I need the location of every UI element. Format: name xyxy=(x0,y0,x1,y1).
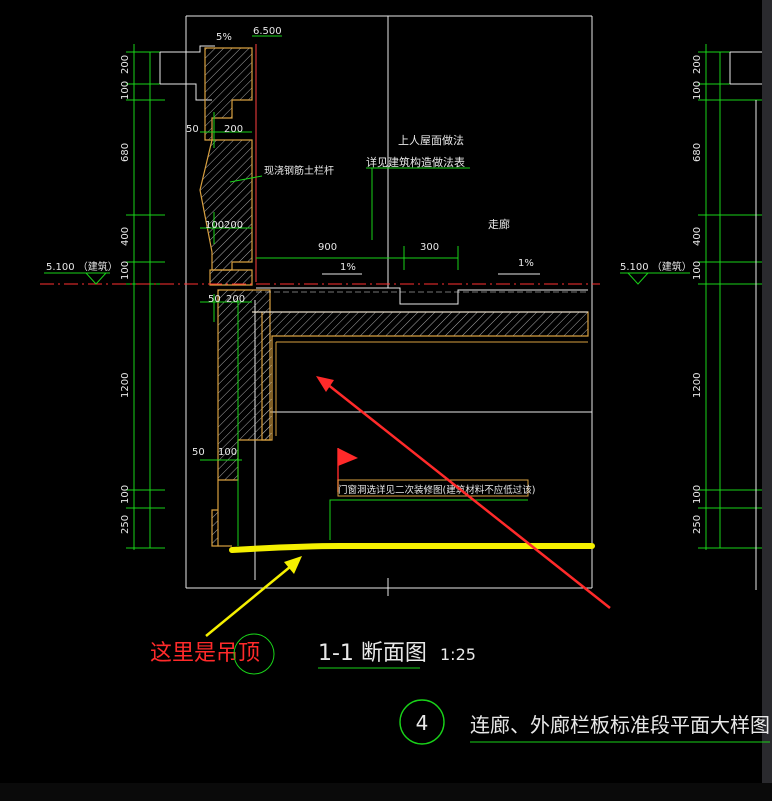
parapet-note: 现浇钢筋土栏杆 xyxy=(264,164,334,177)
level-marker-right xyxy=(620,272,690,285)
right-dim-680: 680 xyxy=(692,143,703,162)
detail-title: 连廊、外廊栏板标准段平面大样图 xyxy=(470,713,770,737)
dim-400: 400 xyxy=(120,227,131,246)
right-parapet-outline xyxy=(729,51,762,590)
dim-50-c: 50 xyxy=(208,294,221,305)
dim-1200: 1200 xyxy=(120,373,131,398)
bottom-strip xyxy=(0,783,772,801)
notes: 上人屋面做法 详见建筑构造做法表 现浇钢筋土栏杆 走廊 xyxy=(264,133,510,231)
left-dim-labels: 200 100 680 400 100 1200 100 250 xyxy=(120,55,131,534)
right-dim-100c: 100 xyxy=(692,485,703,504)
level-marker-left xyxy=(44,272,110,285)
dim-200-c: 200 xyxy=(226,294,245,305)
yellow-arrow-head xyxy=(284,556,302,574)
dim-900: 900 xyxy=(318,242,337,253)
right-dim-chain xyxy=(698,44,762,550)
level-right-label: 5.100 （建筑） xyxy=(620,260,692,273)
right-dim-250: 250 xyxy=(692,515,703,534)
leader-lines xyxy=(229,167,470,240)
ceiling-callout: 这里是吊顶 xyxy=(150,641,260,666)
roof-note-line2: 详见建筑构造做法表 xyxy=(366,155,465,169)
dim-50-a: 50 xyxy=(186,124,199,135)
right-dim-labels: 200 100 680 400 100 1200 100 250 xyxy=(692,55,703,534)
section-title: 1-1 断面图 xyxy=(318,641,427,666)
dim-100-mid: 100 xyxy=(120,261,131,280)
dim-200-b: 200 xyxy=(224,220,243,231)
detail-number: 4 xyxy=(416,711,429,735)
dim-100-top: 100 xyxy=(120,81,131,100)
slope-1: 1% xyxy=(340,262,356,273)
right-dim-400: 400 xyxy=(692,227,703,246)
right-dim-1200: 1200 xyxy=(692,373,703,398)
ceiling-highlight xyxy=(229,543,595,553)
dim-6500: 6.500 xyxy=(253,26,282,37)
dim-250: 250 xyxy=(120,515,131,534)
roof-note-line1: 上人屋面做法 xyxy=(398,133,464,147)
flag-leader xyxy=(329,499,528,540)
right-dim-100: 100 xyxy=(692,81,703,100)
floor-dim-labels: 900 300 1% 1% xyxy=(318,242,534,273)
scrollbar-strip[interactable] xyxy=(762,0,772,801)
detail-circle xyxy=(399,699,445,745)
floor-level xyxy=(40,246,600,305)
red-arrow-head xyxy=(316,376,334,392)
left-dim-chain xyxy=(126,44,165,550)
parapet-wall xyxy=(199,47,271,547)
slope-2: 1% xyxy=(518,258,534,269)
dim-50-d: 50 xyxy=(192,447,205,458)
corridor-label: 走廊 xyxy=(488,217,510,231)
top-parapet-outline xyxy=(159,45,215,101)
wall-local-labels: 50 200 100 200 50 200 50 100 xyxy=(186,124,245,458)
dim-100-d: 100 xyxy=(218,447,237,458)
dim-100-b: 100 xyxy=(205,220,224,231)
dim-5pct: 5% xyxy=(216,32,232,43)
right-dim-200: 200 xyxy=(692,55,703,74)
roof-slab xyxy=(252,311,589,441)
section-scale: 1:25 xyxy=(440,645,476,664)
yellow-arrow xyxy=(205,561,297,637)
dim-680: 680 xyxy=(120,143,131,162)
red-arrow xyxy=(321,379,611,609)
dim-200-top: 200 xyxy=(120,55,131,74)
revision-flag xyxy=(337,448,529,497)
wall-local-dims xyxy=(200,112,252,461)
right-dim-100b: 100 xyxy=(692,261,703,280)
dim-100-low: 100 xyxy=(120,485,131,504)
flag-note: 门窗洞选详见二次装修图(建筑材料不应低过该) xyxy=(338,484,535,496)
level-left-label: 5.100 （建筑） xyxy=(46,260,118,273)
dim-200-a: 200 xyxy=(224,124,243,135)
dim-300: 300 xyxy=(420,242,439,253)
section-circle xyxy=(233,633,275,675)
